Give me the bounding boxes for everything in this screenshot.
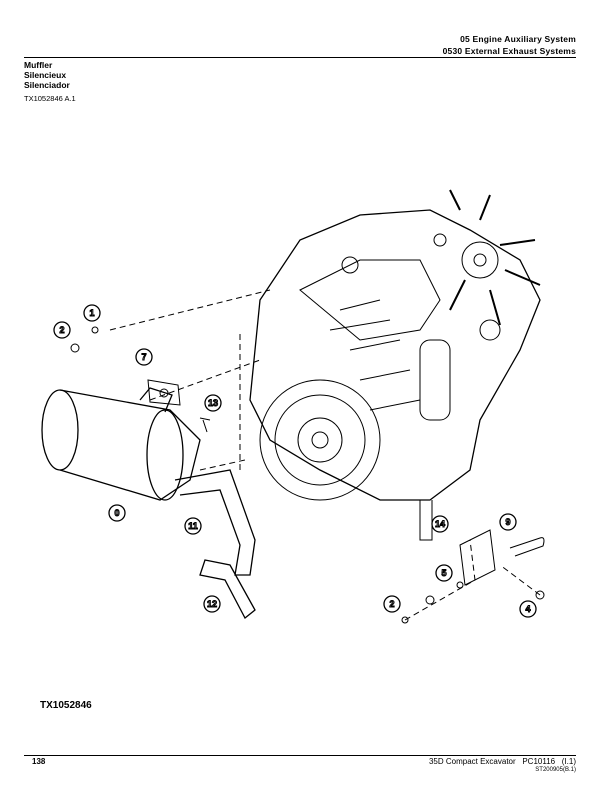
svg-text:5: 5 bbox=[441, 568, 446, 578]
callout-2b: 2 bbox=[383, 595, 401, 613]
svg-text:4: 4 bbox=[525, 604, 530, 614]
callout-11: 11 bbox=[184, 517, 202, 535]
svg-text:14: 14 bbox=[435, 519, 445, 529]
subsection-title: 0530 External Exhaust Systems bbox=[442, 46, 576, 56]
catalog-number: PC10116 bbox=[522, 757, 556, 766]
revision: (I.1) bbox=[561, 757, 576, 766]
title-french: Silencieux bbox=[24, 70, 67, 80]
svg-text:12: 12 bbox=[207, 599, 217, 609]
callout-7: 7 bbox=[135, 348, 153, 366]
header-divider bbox=[24, 57, 576, 59]
svg-text:11: 11 bbox=[188, 521, 198, 531]
title-spanish: Silenciador bbox=[24, 80, 70, 90]
footer-info: 35D Compact Excavator PC10116 (I.1) bbox=[429, 757, 576, 766]
callout-12: 12 bbox=[203, 595, 221, 613]
svg-text:13: 13 bbox=[208, 398, 218, 408]
callout-14: 14 bbox=[431, 515, 449, 533]
callout-9: 9 bbox=[499, 513, 517, 531]
svg-text:2: 2 bbox=[59, 325, 64, 335]
svg-text:2: 2 bbox=[389, 599, 394, 609]
callout-13: 13 bbox=[204, 394, 222, 412]
callout-5: 5 bbox=[435, 564, 453, 582]
svg-text:1: 1 bbox=[89, 308, 94, 318]
section-title: 05 Engine Auxiliary System bbox=[460, 34, 576, 44]
leader-lines bbox=[109, 289, 541, 621]
page-number: 138 bbox=[32, 757, 46, 766]
document-code: ST200905(B.1) bbox=[535, 767, 576, 773]
title-english: Muffler bbox=[24, 60, 53, 70]
callout-0: 0 bbox=[108, 504, 126, 522]
muffler-illustration bbox=[41, 387, 256, 619]
svg-text:9: 9 bbox=[505, 517, 510, 527]
footer-divider bbox=[24, 755, 576, 757]
svg-text:7: 7 bbox=[141, 352, 146, 362]
engine-illustration bbox=[249, 189, 541, 541]
figure-reference: TX1052846 A.1 bbox=[24, 94, 76, 103]
hardware-parts bbox=[70, 326, 545, 624]
callout-4: 4 bbox=[519, 600, 537, 618]
callout-1: 1 bbox=[83, 304, 101, 322]
figure-label: TX1052846 bbox=[40, 700, 92, 711]
callout-2: 2 bbox=[53, 321, 71, 339]
model-name: 35D Compact Excavator bbox=[428, 757, 516, 766]
svg-text:0: 0 bbox=[114, 508, 119, 518]
